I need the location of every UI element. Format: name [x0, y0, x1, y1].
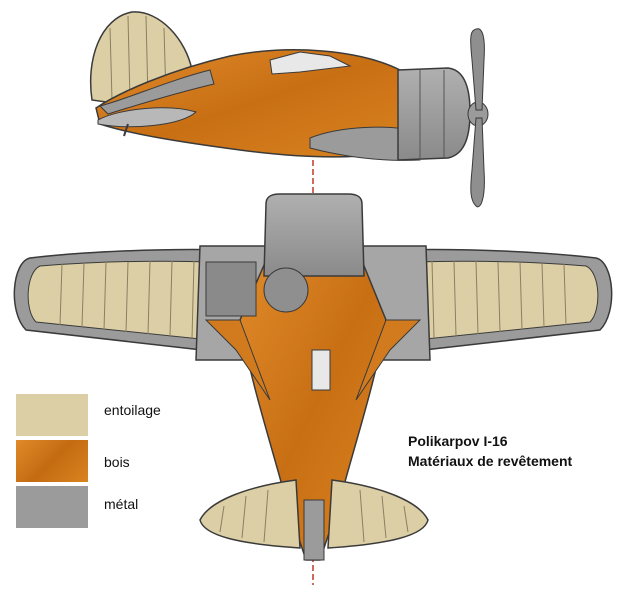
left-wing-ribs — [59, 260, 195, 339]
side-fin-fairing — [99, 69, 215, 115]
top-view — [13, 193, 613, 561]
right-wing-ribs — [431, 260, 567, 339]
top-cowling — [263, 193, 365, 277]
left-tailplane — [199, 479, 301, 549]
gear-mechanism — [205, 261, 257, 317]
wood-root-left — [204, 319, 271, 401]
side-cowling — [397, 67, 471, 161]
legend-swatch-fabric — [16, 394, 88, 436]
diagram-title: Polikarpov I-16 — [408, 433, 508, 449]
tail-ribs — [219, 489, 409, 543]
side-propeller — [470, 28, 485, 208]
rear-fairing — [303, 499, 325, 561]
side-tailplane — [97, 107, 198, 128]
top-cockpit — [311, 349, 331, 391]
right-tailplane — [327, 479, 429, 549]
diagram-subtitle: Matériaux de revêtement — [408, 453, 573, 469]
side-view — [89, 11, 489, 208]
legend-label-wood: bois — [104, 454, 130, 470]
legend-label-metal: métal — [104, 496, 139, 512]
legend-swatch-wood — [16, 440, 88, 482]
landing-gear-wheel-well — [263, 267, 309, 313]
side-cockpit — [269, 51, 352, 75]
legend-swatch-metal — [16, 486, 88, 528]
legend-label-fabric: entoilage — [104, 402, 161, 418]
wood-root-right — [355, 319, 422, 401]
